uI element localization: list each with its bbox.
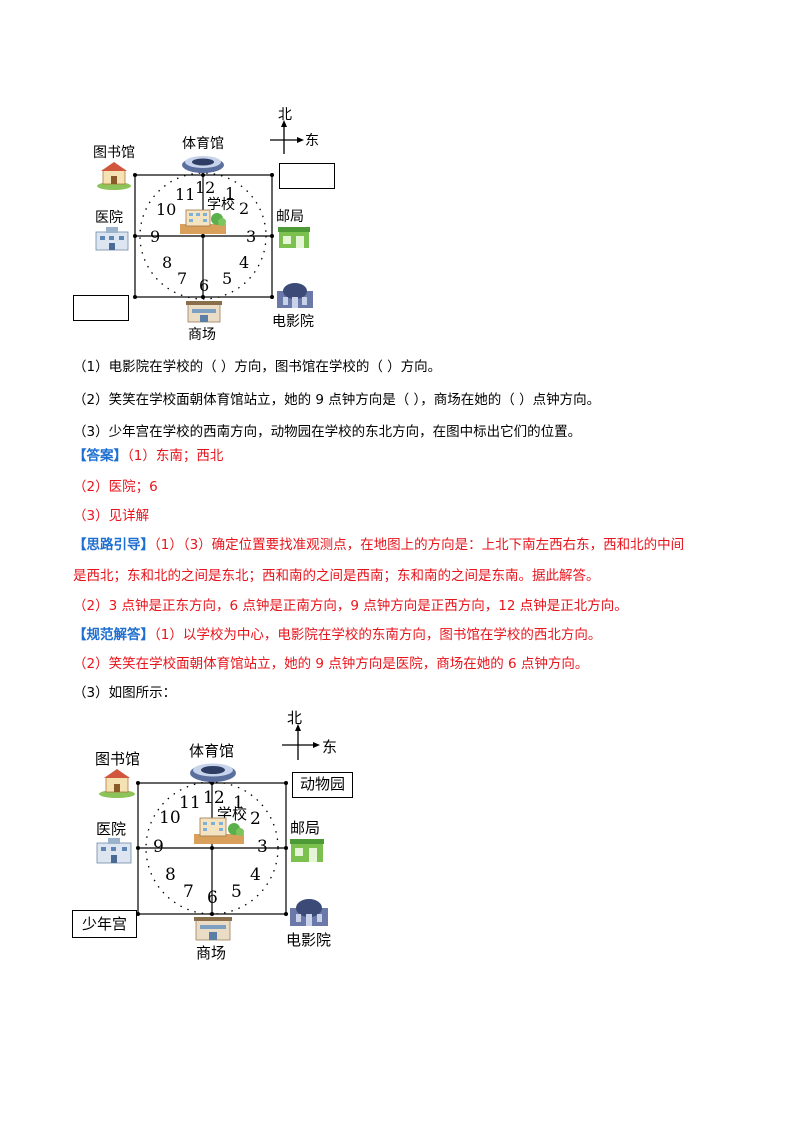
compass-north-label-2: 北 [287,709,303,727]
clock2-number-1: 1 [233,793,244,813]
library-building-icon-2 [99,769,135,798]
cinema-label-2: 电影院 [286,931,332,949]
clock2-number-4: 4 [250,865,261,885]
answer-3: （3）见详解 [73,508,150,524]
guide-line-1: 【思路引导】（1）（3）确定位置要找准观测点，在地图上的方向是：上北下南左西右东… [73,536,684,554]
question-2: （2）笑笑在学校面朝体育馆站立，她的 9 点钟方向是（ ），商场在她的（ ）点钟… [73,392,601,408]
clock2-number-5: 5 [231,882,242,902]
question-1: （1）电影院在学校的（ ）方向，图书馆在学校的（ ）方向。 [73,359,442,375]
clock-number-6: 6 [199,276,210,295]
solution-text-2: （2）笑笑在学校面朝体育馆站立，她的 9 点钟方向是医院，商场在她的 6 点钟方… [73,656,589,672]
clock-number-8: 8 [162,253,173,272]
compass-arrows-icon-2 [282,724,320,760]
compass-arrows-icon [270,120,304,154]
blank-box-northeast [279,163,335,189]
cinema-label: 电影院 [272,314,314,330]
solution-text-1: （1）以学校为中心，电影院在学校的东南方向，图书馆在学校的西北方向。 [154,627,602,643]
guide-tag: 【思路引导】 [73,537,154,553]
compass-north-label: 北 [278,107,292,123]
guide-text-1: （1）（3）确定位置要找准观测点，在地图上的方向是：上北下南左西右东，西和北的中… [154,537,685,553]
stadium-building-icon [182,156,224,173]
clock2-number-2: 2 [250,809,261,829]
clock2-number-12: 12 [203,788,225,808]
stadium-label-2: 体育馆 [189,742,235,760]
hospital-label: 医院 [95,210,123,226]
compass-east-label-2: 东 [322,738,338,756]
clock-number-7: 7 [177,269,188,288]
mall-label-2: 商场 [196,944,227,962]
answer-1: （1）东南；西北 [127,448,224,464]
library-label: 图书馆 [93,145,135,161]
clock2-number-7: 7 [183,882,194,902]
clock2-number-9: 9 [153,837,164,857]
mall-label: 商场 [188,327,216,343]
answer-2: （2）医院；6 [73,479,158,495]
hospital-building-icon-2 [96,838,132,864]
clock-number-3: 3 [246,227,257,246]
guide-text-2: 是西北；东和北的之间是东北；西和南的之间是西南；东和南的之间是东南。据此解答。 [73,568,600,584]
hospital-label-2: 医院 [96,820,127,838]
school-label: 学校 [207,197,235,213]
compass-east-label: 东 [305,133,319,149]
question-3: （3）少年宫在学校的西南方向，动物园在学校的东北方向，在图中标出它们的位置。 [73,424,582,440]
stadium-label: 体育馆 [182,136,224,152]
clock2-number-3: 3 [257,837,268,857]
school-building-icon [180,209,226,234]
answer-line-1: 【答案】（1）东南；西北 [73,447,223,465]
clock-number-11: 11 [175,185,196,204]
zoo-box: 动物园 [292,772,353,798]
cinema-building-icon [277,283,313,308]
clock2-number-10: 10 [159,808,181,828]
answer-tag: 【答案】 [73,448,127,464]
stadium-building-icon-2 [190,763,236,782]
clock-number-2: 2 [239,199,250,218]
solution-line-1: 【规范解答】（1）以学校为中心，电影院在学校的东南方向，图书馆在学校的西北方向。 [73,626,601,644]
map-frame-2 [136,781,288,916]
hospital-building-icon [95,227,129,251]
map-frame-1 [133,172,274,300]
mall-building-icon-2 [194,917,232,941]
clock-number-10: 10 [156,200,177,219]
post-office-label: 邮局 [276,209,304,225]
library-label-2: 图书馆 [95,750,141,768]
clock2-number-8: 8 [165,865,176,885]
blank-box-southwest [73,295,129,321]
clock-number-1: 1 [225,184,236,203]
clock2-number-11: 11 [179,793,201,813]
solution-tag: 【规范解答】 [73,627,154,643]
post-office-building-icon [278,227,310,248]
post-office-label-2: 邮局 [290,819,321,837]
mall-building-icon [186,301,222,323]
clock-number-12: 12 [195,178,216,197]
library-building-icon [97,162,131,190]
guide-text-3: （2）3 点钟是正东方向，6 点钟是正南方向，9 点钟方向是正西方向，12 点钟… [73,598,628,614]
cinema-building-icon-2 [290,899,328,926]
school-building-icon-2 [194,817,244,844]
solution-text-3: （3）如图所示： [73,685,177,701]
clock-number-5: 5 [222,269,233,288]
clock-number-9: 9 [150,227,161,246]
post-office-building-icon-2 [290,839,324,862]
youth-palace-box: 少年宫 [72,910,137,938]
clock2-number-6: 6 [207,888,218,908]
clock-number-4: 4 [239,253,250,272]
